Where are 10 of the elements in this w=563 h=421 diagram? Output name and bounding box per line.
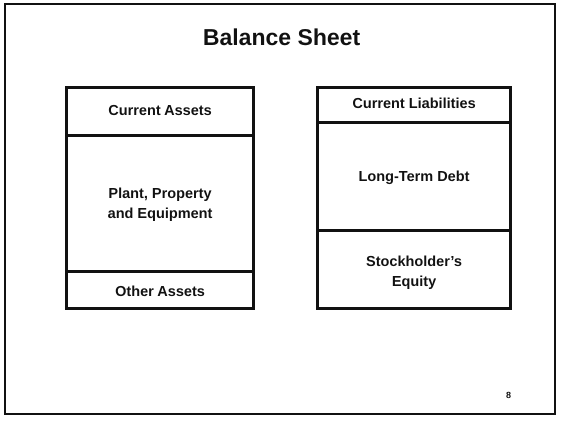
column-box	[65, 86, 255, 310]
slide-title: Balance Sheet	[202, 24, 362, 51]
section-label: Plant, Property and Equipment	[106, 185, 214, 224]
page-number: 8	[506, 390, 512, 400]
section-label: Long-Term Debt	[358, 168, 470, 188]
column-box	[316, 86, 512, 310]
section-label: Other Assets	[115, 283, 205, 302]
section-label: Current Assets	[108, 102, 212, 121]
section-label: Current Liabilities	[352, 95, 476, 114]
section-label: Stockholder’s Equity	[365, 252, 463, 292]
